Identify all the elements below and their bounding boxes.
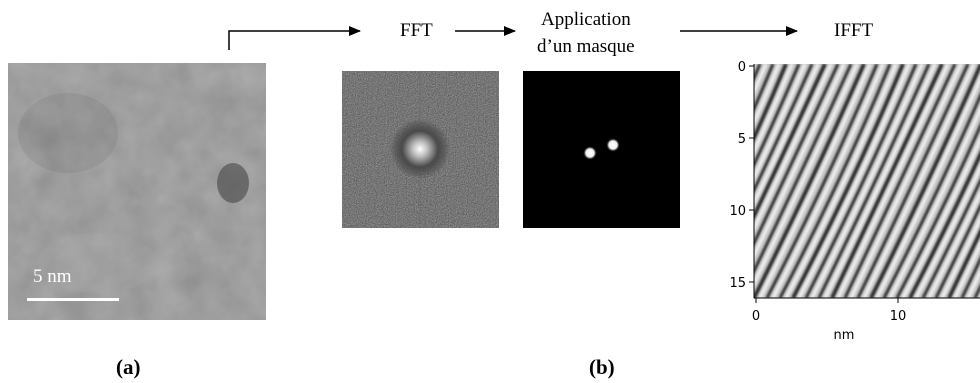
fringe-dark [754,64,814,194]
scale-bar-label: 5 nm [33,266,72,287]
fringe-dark [934,203,980,298]
fringe-dark [778,64,892,298]
fringe-dark [765,64,879,298]
fringe-dark [869,64,980,298]
fringe-light [849,64,963,298]
fringe-light [940,216,980,298]
fringe-light [953,242,980,298]
fringe-dark [947,228,980,298]
fringe-light [823,64,937,298]
fringe-dark [843,64,957,298]
fringe-dark [921,178,980,298]
fringe-light [754,64,807,181]
panel-label-b: (b) [589,355,615,379]
fringe-dark [754,64,762,82]
fringe-light [754,64,781,127]
fringe-dark [830,64,944,298]
fringe-light [754,64,859,287]
fringe-dark [908,150,980,298]
fringe-light [758,64,872,298]
fringe-light [716,64,727,298]
x-tick-label: 0 [752,309,760,324]
fringe-light [754,64,833,233]
fringe-light [888,106,980,298]
fringe-dark [856,64,970,298]
fringe-dark [791,64,905,298]
fringe-light [914,164,980,298]
fringe-dark [960,256,980,298]
ifft-label: IFFT [834,20,874,41]
fringe-light [754,64,755,66]
x-axis-label: nm [834,328,855,343]
fringe-light [797,64,911,298]
y-tick-label: 10 [729,204,746,219]
panel-label-a: (a) [116,355,141,379]
fringe-dark [754,64,788,143]
x-tick-label: 10 [890,309,907,324]
fringe-dark [817,64,931,298]
mask-label-line2: d’un masque [537,36,635,57]
fringe-dark [895,123,980,298]
fringe-light [875,76,980,298]
y-tick-label: 5 [738,132,746,147]
ifft-plot: 0 5 10 15 0 10 nm [716,58,980,348]
fringe-light [771,64,885,298]
mask-image [523,71,680,228]
fringe-dark [804,64,918,298]
fringe-light [716,64,740,298]
fringe-dark [754,64,866,298]
fringe-light [927,190,980,298]
fft-image [342,71,499,228]
scale-bar [27,298,119,301]
fringe-dark [754,64,827,221]
fringe-dark [754,64,853,275]
y-tick-label: 0 [738,60,746,75]
fringe-dark [754,64,775,113]
fringe-dark [716,64,721,298]
fringe-light [784,64,898,298]
fringe-light [836,64,950,298]
fft-label: FFT [400,20,433,41]
fringe-light [862,64,976,298]
mask-label-line1: Application [541,9,631,30]
fringe-light [901,136,980,298]
fringe-dark [716,64,747,298]
fringe-light [754,64,820,207]
fringe-dark [882,92,980,298]
fringe-light [754,64,794,155]
fringe-dark [716,64,734,298]
y-tick-label: 15 [729,276,746,291]
flow-arrows [228,26,798,50]
fringe-dark [754,64,840,247]
arrow-right-icon [228,26,361,50]
fringe-dark [754,64,801,169]
fringe-light [754,64,846,260]
fringe-light [810,64,924,298]
stem-image [8,63,266,320]
